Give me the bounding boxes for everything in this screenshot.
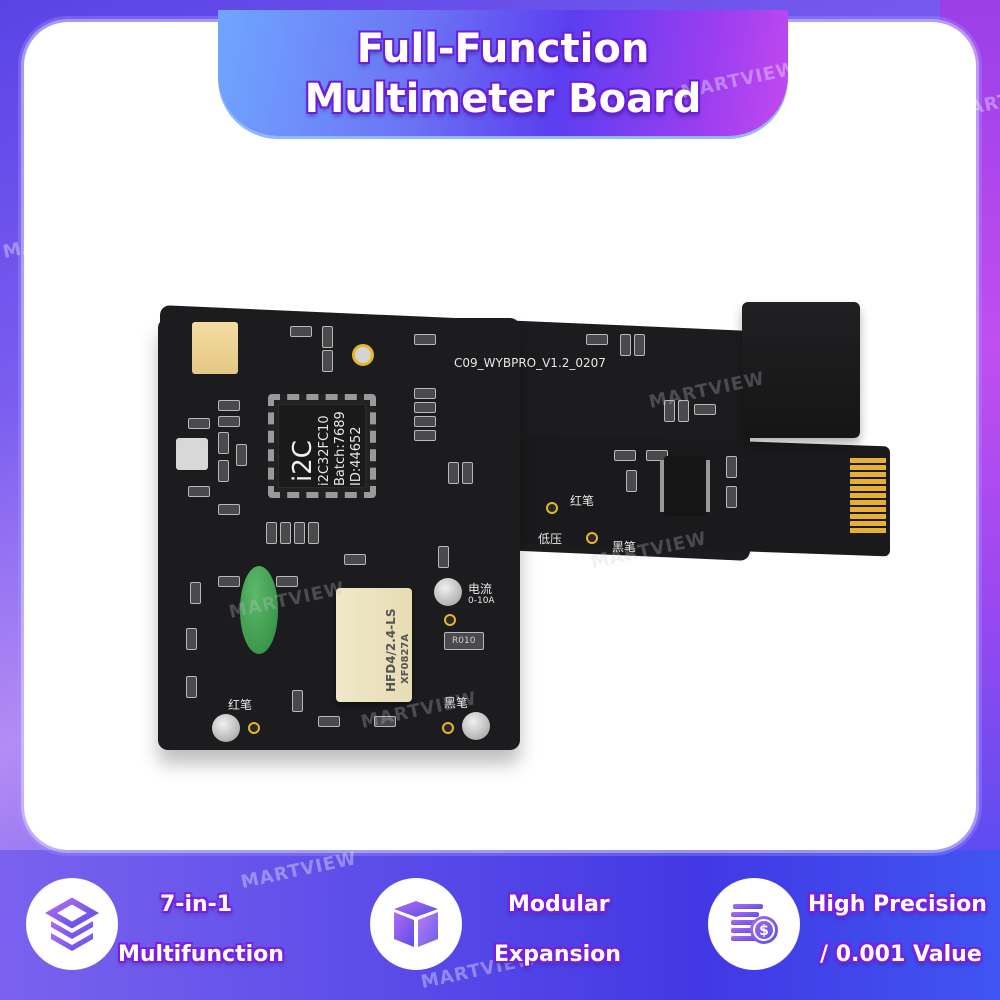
feature-subtitle: Expansion	[494, 942, 621, 967]
layers-icon	[26, 878, 118, 970]
shunt-code: R010	[452, 636, 476, 646]
gold-edge-fingers	[850, 458, 886, 534]
silk-red-probe-top: 红笔	[570, 494, 595, 508]
cube-icon	[370, 878, 462, 970]
page-title: Full-Function Multimeter Board	[218, 24, 788, 124]
title-banner	[218, 10, 788, 136]
feature-multifunction: 7-in-1 Multifunction	[26, 878, 326, 978]
relay-code: XF0827A	[400, 633, 411, 684]
feature-title: Modular	[508, 892, 610, 917]
relay-model: HFD4/2.4-LS	[384, 608, 398, 692]
black-probe-terminal-screw	[462, 712, 490, 740]
relay: HFD4/2.4-LS XF0827A	[336, 588, 412, 702]
pad	[444, 614, 456, 626]
silk-current: 电流	[468, 582, 493, 596]
feature-subtitle: / 0.001 Value	[820, 942, 982, 967]
red-probe-terminal-screw	[212, 714, 240, 742]
black-probe-pad	[586, 532, 598, 544]
silk-black-probe-top: 黑笔	[612, 540, 637, 554]
silk-current-range: 0-10A	[468, 596, 495, 606]
mcu-part-number: i2C32FC10	[317, 415, 332, 486]
mcu-batch: Batch:7689	[333, 411, 348, 486]
silk-low-voltage: 低压	[538, 532, 563, 546]
pad	[442, 722, 454, 734]
feature-title: 7-in-1	[160, 892, 233, 917]
board-model-label: C09_WYBPRO_V1.2_0207	[454, 356, 606, 370]
frame-bottom-bar	[0, 850, 1000, 1000]
red-probe-pad	[546, 502, 558, 514]
current-terminal-screw	[434, 578, 462, 606]
feature-subtitle: Multifunction	[118, 942, 284, 967]
coins-icon: $	[708, 878, 800, 970]
tactile-switch	[176, 438, 208, 470]
shunt-resistor	[444, 632, 484, 650]
silk-black-probe-bottom: 黑笔	[444, 696, 469, 710]
feature-modular-expansion: Modular Expansion	[370, 878, 670, 978]
silk-red-probe-bottom: 红笔	[228, 698, 253, 712]
jst-connector	[192, 322, 238, 374]
title-line-1: Full-Function	[356, 26, 650, 72]
feature-title: High Precision	[808, 892, 987, 917]
mcu-logo: i2C	[288, 440, 318, 482]
title-line-2: Multimeter Board	[304, 76, 702, 122]
mounting-pad	[352, 344, 374, 366]
rj-connector	[742, 302, 860, 438]
mcu-id: ID:44652	[349, 426, 364, 486]
pad	[248, 722, 260, 734]
feature-high-precision: $ High Precision / 0.001 Value	[708, 878, 1000, 978]
green-capacitor	[240, 566, 278, 654]
svg-text:$: $	[759, 923, 769, 939]
mcu-chip: i2C i2C32FC10 Batch:7689 ID:44652	[268, 394, 376, 498]
soic-chip	[664, 456, 706, 516]
